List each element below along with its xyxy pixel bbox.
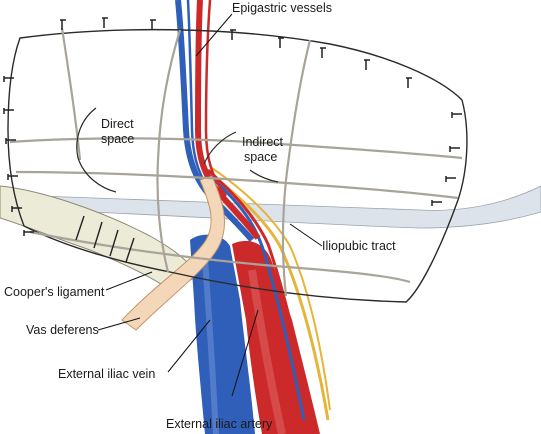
label-iliopubic-tract: Iliopubic tract <box>322 239 396 253</box>
leader-epigastric <box>195 13 233 57</box>
label-external-iliac-vein: External iliac vein <box>58 367 155 381</box>
epigastric-artery-thin <box>204 0 227 197</box>
label-indirect-space-2: space <box>244 150 277 164</box>
mesh-outline <box>7 28 468 303</box>
cooper-staples <box>75 215 135 263</box>
mesh-staples <box>3 17 462 236</box>
mesh-fibers <box>9 27 463 297</box>
spermatic-nerve-yellow-2 <box>211 167 331 411</box>
leader-iliopubic <box>289 223 323 247</box>
label-indirect-space-1: Indirect <box>242 135 284 149</box>
label-epigastric-vessels: Epigastric vessels <box>232 1 332 15</box>
vas-deferens <box>121 175 225 331</box>
epigastric-vein <box>175 0 255 242</box>
leader-cooper <box>105 271 153 291</box>
artery-highlight <box>248 269 286 434</box>
leader-vas <box>97 317 141 331</box>
vein-highlight <box>202 259 219 434</box>
leader-vein <box>167 319 211 373</box>
indirect-space-curve <box>203 131 279 183</box>
epigastric-artery <box>194 0 261 240</box>
direct-space-curve <box>76 107 117 193</box>
spermatic-vein <box>208 174 306 421</box>
label-external-iliac-artery: External iliac artery <box>166 417 273 431</box>
label-direct-space-2: space <box>101 132 134 146</box>
leader-artery <box>231 309 259 397</box>
label-direct-space-1: Direct <box>101 117 134 131</box>
label-coopers-ligament: Cooper's ligament <box>4 285 105 299</box>
label-vas-deferens: Vas deferens <box>26 323 99 337</box>
spermatic-artery <box>206 168 314 421</box>
